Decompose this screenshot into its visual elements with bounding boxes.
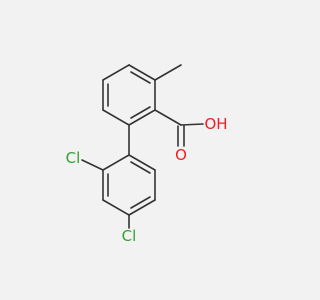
bond	[128, 64, 156, 81]
bond	[180, 123, 204, 126]
bond	[154, 109, 182, 126]
double-bond-inner	[130, 71, 151, 84]
structure-diagram: Cl Cl O OH	[66, 64, 228, 245]
double-bond-inner	[130, 106, 151, 119]
bond	[154, 64, 182, 81]
bond	[128, 199, 156, 216]
lower-benzene-ring	[102, 154, 156, 216]
bond	[81, 159, 104, 171]
carboxyl-group	[154, 64, 204, 147]
chlorine-label: Cl	[66, 149, 81, 167]
bond	[102, 199, 130, 216]
bond	[128, 154, 156, 171]
oxygen-label: O	[175, 146, 187, 164]
bond	[102, 109, 130, 126]
hydroxyl-label: OH	[204, 115, 227, 133]
bond	[102, 154, 130, 171]
chlorine-label: Cl	[122, 227, 137, 245]
bond	[102, 64, 130, 81]
double-bond-inner	[130, 196, 151, 209]
bond	[128, 109, 156, 126]
double-bond-inner	[130, 161, 151, 174]
upper-benzene-ring	[102, 64, 156, 126]
